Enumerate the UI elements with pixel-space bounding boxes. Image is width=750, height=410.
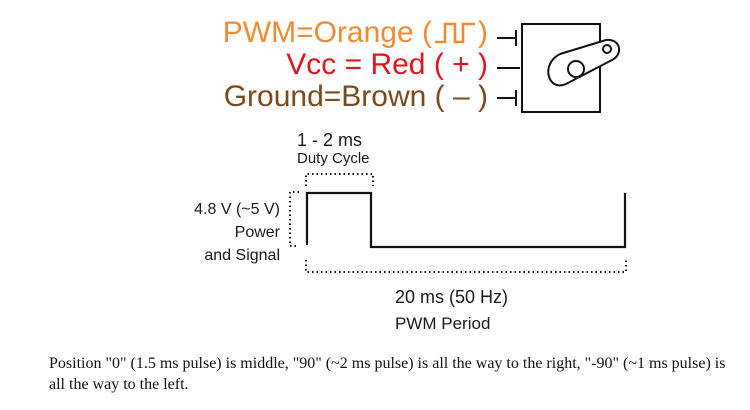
- duty-cycle-label: Duty Cycle: [297, 150, 370, 167]
- voltage-signal-text: and Signal: [204, 247, 280, 264]
- servo-icon: [521, 23, 621, 113]
- voltage-bracket: [289, 191, 299, 247]
- servo-body: [521, 23, 601, 113]
- duty-cycle-value: 1 - 2 ms: [297, 130, 363, 150]
- position-caption: Position "0" (1.5 ms pulse) is middle, "…: [49, 355, 726, 393]
- voltage-power-text: Power: [234, 224, 280, 241]
- pwm-pulse-icon: [435, 22, 475, 44]
- duty-bracket: [305, 173, 374, 186]
- servo-shaft: [567, 60, 585, 78]
- measurement-brackets: [289, 173, 627, 273]
- pwm-connector-line: [497, 30, 517, 46]
- ground-connector-line: [497, 90, 517, 106]
- voltage-label: 4.8 V (~5 V) Power and Signal: [170, 198, 280, 267]
- pwm-wire-label: PWM=Orange (): [223, 18, 488, 48]
- vcc-wire-label: Vcc = Red ( + ): [286, 48, 488, 81]
- wire-connectors: [497, 30, 520, 106]
- ground-wire-label: Ground=Brown ( – ): [223, 80, 488, 113]
- servo-horn: [547, 38, 621, 87]
- pwm-period-value: 20 ms (50 Hz): [395, 287, 509, 307]
- servo-horn-hole: [602, 44, 612, 54]
- voltage-value: 4.8 V (~5 V): [194, 201, 280, 218]
- pwm-wire-text: PWM=Orange (: [222, 16, 432, 49]
- pwm-wire-suffix: ): [478, 16, 488, 49]
- pwm-waveform: [305, 191, 627, 249]
- period-bracket: [305, 260, 627, 273]
- pwm-period-label: PWM Period: [395, 314, 491, 333]
